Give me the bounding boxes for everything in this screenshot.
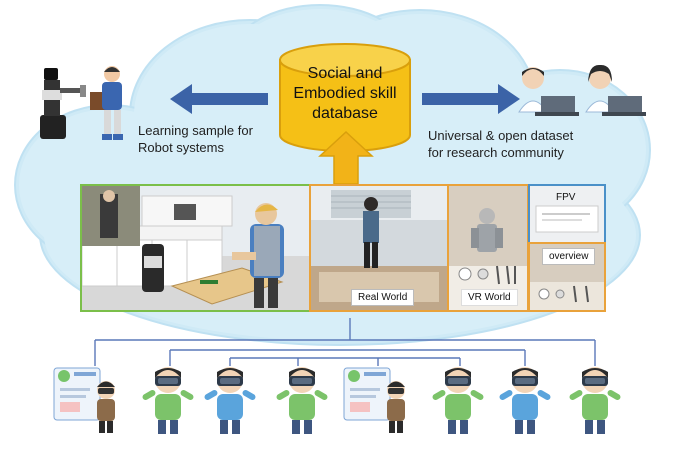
overview-panel: overview [528,242,606,312]
left-blue-arrow [170,84,268,114]
kitchen-scene-image [82,186,310,310]
vr-headset-person-icon [142,367,194,434]
right-caption: Universal & open dataset for research co… [428,128,574,160]
vr-designer-icon [343,367,405,433]
vr-kitchen-panel [80,184,312,312]
robot-icon [40,66,123,140]
vr-headset-person-icon [569,367,621,434]
fpv-image [530,186,604,242]
real-world-label: Real World [351,289,415,306]
real-world-panel: Real World [309,184,450,312]
fpv-label: FPV [556,192,576,203]
vr-headset-person-icon [499,367,551,434]
vr-headset-person-icon [204,367,256,434]
vr-world-panel: VR World [447,184,529,312]
fpv-panel: FPV [528,184,606,244]
database-title: Social and Embodied skill database [293,65,397,122]
vr-designer-icon [53,367,115,433]
overview-label: overview [542,248,596,265]
participants-row [50,362,650,437]
left-caption: Learning sample for Robot systems [138,123,253,155]
researchers-icon [518,64,646,116]
vr-world-label: VR World [461,289,518,306]
vr-headset-person-icon [276,367,328,434]
vr-headset-person-icon [432,367,484,434]
right-blue-arrow [422,84,520,114]
